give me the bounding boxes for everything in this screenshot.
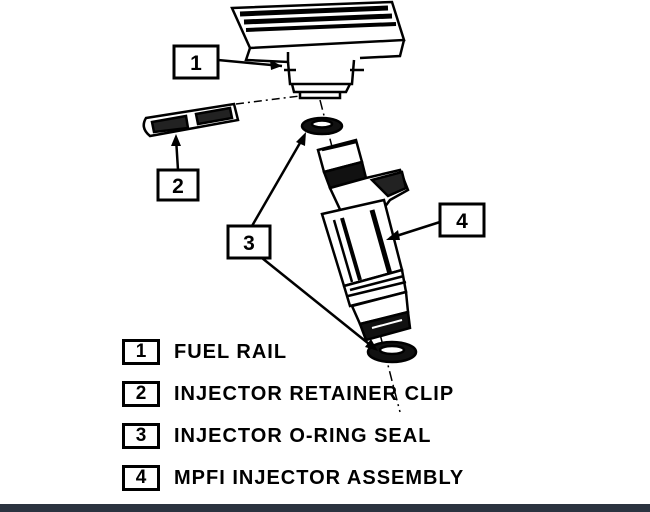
legend-item-retainer-clip: 2 INJECTOR RETAINER CLIP xyxy=(122,379,542,409)
legend-number: 2 xyxy=(122,381,160,407)
parts-legend: 1 FUEL RAIL 2 INJECTOR RETAINER CLIP 3 I… xyxy=(122,337,542,493)
legend-item-o-ring-seal: 3 INJECTOR O-RING SEAL xyxy=(122,421,542,451)
fuel-rail xyxy=(230,0,406,100)
upper-o-ring-seal xyxy=(300,116,344,136)
mpfi-injector-assembly xyxy=(316,138,412,342)
legend-item-fuel-rail: 1 FUEL RAIL xyxy=(122,337,542,367)
callout-2-number: 2 xyxy=(172,175,184,198)
legend-label: INJECTOR O-RING SEAL xyxy=(174,424,432,447)
legend-label: FUEL RAIL xyxy=(174,340,288,363)
legend-number: 1 xyxy=(122,339,160,365)
legend-number: 3 xyxy=(122,423,160,449)
legend-label: INJECTOR RETAINER CLIP xyxy=(174,382,455,405)
clip-axis xyxy=(235,95,301,105)
injector-retainer-clip xyxy=(142,102,240,138)
callout-4-number: 4 xyxy=(456,210,468,233)
legend-item-injector-assembly: 4 MPFI INJECTOR ASSEMBLY xyxy=(122,463,542,493)
callout-2: 2 xyxy=(156,134,200,202)
callout-1: 1 xyxy=(172,44,283,80)
callout-3: 3 xyxy=(226,132,378,351)
bottom-border xyxy=(0,504,650,512)
legend-number: 4 xyxy=(122,465,160,491)
lower-o-ring-seal xyxy=(366,340,418,364)
callout-3-number: 3 xyxy=(243,232,255,255)
callout-1-number: 1 xyxy=(190,52,202,75)
legend-label: MPFI INJECTOR ASSEMBLY xyxy=(174,466,465,489)
callout-4: 4 xyxy=(386,202,486,240)
